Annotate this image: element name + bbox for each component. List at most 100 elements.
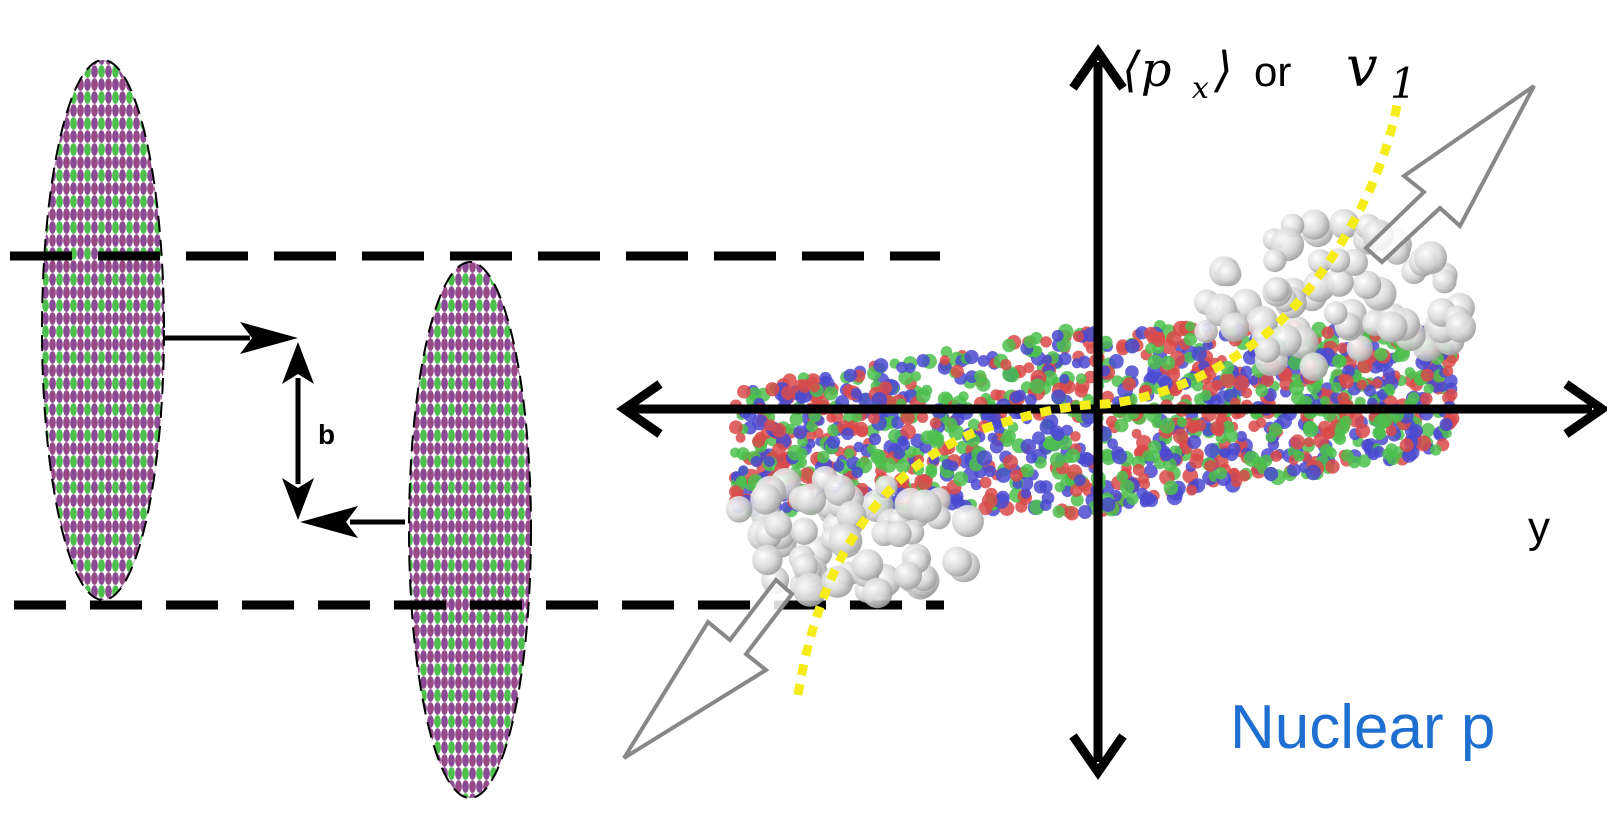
nucleon xyxy=(1193,419,1207,432)
nucleon xyxy=(967,418,980,431)
nucleon xyxy=(1058,352,1072,366)
nucleon xyxy=(1437,381,1448,392)
nucleon xyxy=(868,412,880,424)
nucleon xyxy=(1233,375,1249,391)
nucleon xyxy=(1376,411,1393,428)
nucleon xyxy=(1408,424,1423,438)
nucleon xyxy=(1020,438,1036,455)
nucleon xyxy=(995,467,1012,483)
nucleon xyxy=(898,370,914,386)
spectator-sphere xyxy=(1432,269,1457,294)
nucleon xyxy=(897,435,909,447)
nucleon xyxy=(1065,448,1081,463)
nucleon xyxy=(1163,457,1177,472)
nucleon xyxy=(1212,425,1224,437)
nucleon xyxy=(970,478,982,491)
nucleon xyxy=(1070,431,1081,442)
nucleon xyxy=(1000,433,1014,448)
nucleon xyxy=(1423,383,1435,395)
nucleon xyxy=(851,411,863,423)
nucleon xyxy=(764,456,775,467)
nucleon xyxy=(937,360,952,375)
nucleon xyxy=(950,364,964,378)
nucleon xyxy=(1204,460,1217,472)
nucleon xyxy=(1059,374,1070,385)
nucleon xyxy=(1371,378,1383,389)
nucleon xyxy=(872,451,886,465)
nucleon xyxy=(916,474,933,491)
nucleon xyxy=(1243,350,1258,365)
nucleon xyxy=(1052,505,1065,518)
nucleon xyxy=(1002,338,1016,353)
nucleon xyxy=(1339,374,1354,389)
nucleon xyxy=(1039,419,1056,435)
nucleon xyxy=(1357,454,1371,468)
nucleon xyxy=(1023,362,1035,374)
nucleon xyxy=(1383,383,1395,395)
nucleon xyxy=(1107,438,1118,450)
nucleon xyxy=(738,465,749,476)
spectator-sphere xyxy=(851,549,884,581)
nucleon xyxy=(1145,370,1159,384)
nucleon xyxy=(1112,449,1128,465)
nucleus-left xyxy=(41,59,165,601)
spectator-sphere xyxy=(894,561,923,590)
nucleon xyxy=(1073,474,1086,487)
nucleon xyxy=(1124,338,1140,354)
motion-arrow-left xyxy=(300,506,405,538)
impact-parameter-arrow xyxy=(282,342,314,520)
nucleon xyxy=(1132,463,1145,476)
nucleon xyxy=(1330,382,1342,393)
spectator-sphere xyxy=(1216,261,1242,287)
nucleon xyxy=(1415,435,1432,452)
spectator-sphere xyxy=(1445,312,1476,343)
nucleon xyxy=(750,455,763,468)
nucleon xyxy=(850,387,862,399)
nucleon xyxy=(1399,438,1414,453)
nucleon xyxy=(1010,469,1023,482)
spectator-sphere xyxy=(1299,209,1330,240)
nucleon xyxy=(1220,372,1236,389)
nucleon xyxy=(1074,384,1089,398)
nucleon xyxy=(1159,448,1173,462)
nucleon xyxy=(793,425,808,440)
nucleon xyxy=(1290,434,1305,450)
nucleon xyxy=(827,424,840,437)
nucleon xyxy=(765,382,780,397)
nucleon xyxy=(1185,321,1196,332)
nucleon xyxy=(976,377,991,392)
nucleon xyxy=(1231,476,1243,488)
nucleon xyxy=(843,368,857,383)
nucleon xyxy=(1228,442,1241,456)
nucleon xyxy=(916,354,930,368)
nucleon xyxy=(866,443,877,454)
nucleon xyxy=(1032,431,1046,445)
nucleon xyxy=(871,392,888,408)
spectator-sphere xyxy=(1194,319,1218,344)
participant-nucleons xyxy=(729,320,1460,521)
nucleon xyxy=(1139,478,1151,490)
nucleon xyxy=(895,459,911,474)
spectator-sphere xyxy=(908,489,942,523)
nucleon xyxy=(1051,389,1066,405)
nucleon xyxy=(737,384,751,399)
nucleon xyxy=(787,444,804,461)
nucleon xyxy=(1252,456,1265,469)
nucleon xyxy=(1183,332,1198,346)
nucleon xyxy=(844,448,855,459)
nucleon xyxy=(1200,389,1212,401)
nucleon xyxy=(1173,428,1189,444)
nucleon xyxy=(1160,355,1175,370)
vertical-axis xyxy=(1069,44,1127,780)
nucleon xyxy=(752,434,765,448)
nucleon xyxy=(1100,497,1116,512)
nucleon xyxy=(841,427,854,441)
nucleon xyxy=(1052,428,1065,441)
nucleon xyxy=(1190,448,1204,462)
nucleon xyxy=(1214,467,1228,480)
nucleon xyxy=(805,438,816,449)
nucleon xyxy=(1236,431,1247,442)
nucleon xyxy=(905,362,916,374)
nucleon xyxy=(1054,481,1066,493)
nucleon xyxy=(1238,469,1250,482)
